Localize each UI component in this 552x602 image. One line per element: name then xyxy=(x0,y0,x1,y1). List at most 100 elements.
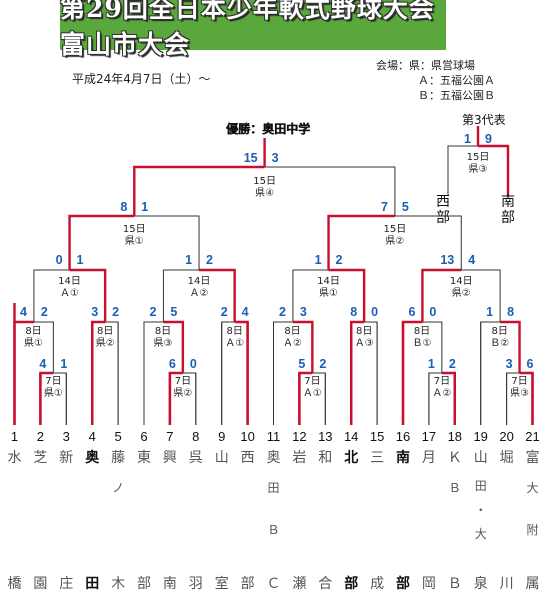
third-representative-label: 第3代表 xyxy=(462,113,506,127)
score-right-r2: 2 xyxy=(112,305,119,319)
bracket-right-r5 xyxy=(292,320,314,373)
score-left-r6: 8 xyxy=(350,305,357,319)
score-left-m1: 4 xyxy=(39,357,46,371)
match-date-m3: 7日 xyxy=(304,376,320,387)
team-number-3: 3 xyxy=(63,429,70,444)
match-venue-q3: 県① xyxy=(319,287,338,299)
team-name-top-20: 堀 xyxy=(500,450,514,466)
match-venue-q4: 県② xyxy=(452,287,471,299)
bracket-left-t3 xyxy=(447,145,478,196)
bracket-left-f xyxy=(133,165,265,216)
score-left-m4: 1 xyxy=(428,357,435,371)
team-number-19: 19 xyxy=(473,429,487,444)
match-venue-r3: 県③ xyxy=(154,337,173,349)
score-left-r7: 6 xyxy=(408,305,415,319)
score-left-q3: 1 xyxy=(315,253,322,267)
bracket-left-q3 xyxy=(292,269,329,322)
bracket-right-m3 xyxy=(312,372,326,425)
team-number-11: 11 xyxy=(267,429,281,444)
match-date-s1: 15日 xyxy=(123,224,146,235)
team-name-bottom-17: 岡 xyxy=(422,576,436,592)
team-number-4: 4 xyxy=(89,429,96,444)
match-venue-r2: 県② xyxy=(96,337,115,349)
match-venue-r8: Ｂ② xyxy=(490,338,509,349)
match-date-t3: 15日 xyxy=(467,152,490,163)
bracket-right-m1 xyxy=(53,372,67,425)
match-date-r1: 8日 xyxy=(25,326,41,337)
bracket-right-r2 xyxy=(105,321,119,425)
score-left-r3: 2 xyxy=(149,305,156,319)
team-name-bottom-9: 室 xyxy=(215,575,229,592)
bracket-left-r5 xyxy=(273,321,293,425)
bracket-left-m1 xyxy=(39,371,54,425)
bracket-right-r3 xyxy=(163,320,185,373)
match-date-q1: 14日 xyxy=(58,276,81,287)
team-number-15: 15 xyxy=(370,429,384,444)
team-name-bottom-19: 泉 xyxy=(474,575,488,592)
match-venue-t3: 県③ xyxy=(469,163,488,175)
team-number-8: 8 xyxy=(192,429,199,444)
match-venue-m4: Ａ② xyxy=(432,388,451,399)
venue-legend-header: 会場：県：県営球場 xyxy=(376,59,475,72)
bracket-right-s2 xyxy=(394,215,462,270)
team-name-top-4: 奥 xyxy=(85,449,100,466)
region-west-0: 西 xyxy=(436,194,450,210)
team-name-top-12: 岩 xyxy=(292,450,306,466)
score-right-t3: 9 xyxy=(485,132,492,146)
team-name-bottom-5: 木 xyxy=(111,576,125,592)
team-name-bottom-14: 部 xyxy=(344,575,358,592)
team-name-bottom-11: Ｃ xyxy=(267,576,281,592)
match-venue-f: 県④ xyxy=(255,187,274,199)
match-venue-s2: 県② xyxy=(385,235,404,247)
bracket-left-q4 xyxy=(421,268,462,322)
team-number-13: 13 xyxy=(318,429,332,444)
match-date-q3: 14日 xyxy=(317,276,340,287)
team-name-top-17: 月 xyxy=(422,450,436,466)
team-name-bottom-1: 橋 xyxy=(8,576,22,592)
score-left-m3: 5 xyxy=(298,357,305,371)
match-date-q2: 14日 xyxy=(188,276,211,287)
team-name-mid-21-0: 大 xyxy=(526,481,538,495)
score-left-s2: 7 xyxy=(381,200,388,214)
score-right-r8: 8 xyxy=(507,305,514,319)
team-number-9: 9 xyxy=(218,429,225,444)
team-name-bottom-6: 部 xyxy=(137,576,151,592)
score-left-r4: 2 xyxy=(221,305,228,319)
team-name-top-3: 新 xyxy=(59,450,73,466)
score-left-m2: 6 xyxy=(169,357,176,371)
bracket-left-r8 xyxy=(480,321,501,425)
bracket-right-r1 xyxy=(33,321,54,373)
bracket-left-r2 xyxy=(90,320,106,425)
bracket-right-r7 xyxy=(422,321,443,373)
champion-label: 優勝：奥田中学 xyxy=(226,122,311,136)
team-name-bottom-13: 合 xyxy=(318,576,332,592)
team-name-mid-11-1: Ｂ xyxy=(267,523,279,537)
bracket-right-q2 xyxy=(199,268,236,322)
score-left-s1: 8 xyxy=(120,200,127,214)
team-name-top-18: Ｋ xyxy=(448,450,462,466)
bracket-right-m5 xyxy=(519,371,534,425)
team-name-mid-11-0: 田 xyxy=(267,481,279,495)
score-right-q1: 1 xyxy=(77,253,84,267)
bracket-left-r4 xyxy=(221,321,235,425)
bracket-left-m5 xyxy=(506,372,520,425)
team-name-mid-21-1: 附 xyxy=(526,523,538,537)
score-left-f: 15 xyxy=(244,151,258,165)
team-name-top-1: 水 xyxy=(8,450,22,466)
team-name-top-14: 北 xyxy=(344,450,358,466)
score-right-r1: 2 xyxy=(41,305,48,319)
score-right-s2: 5 xyxy=(402,200,409,214)
team-name-mid-5-0: ノ xyxy=(112,481,124,495)
region-west-1: 部 xyxy=(436,210,450,226)
start-date: 平成24年4月7日（土）〜 xyxy=(72,72,211,86)
team-name-top-19: 山 xyxy=(474,450,488,466)
match-venue-r4: Ａ① xyxy=(225,338,244,349)
score-right-m3: 2 xyxy=(319,357,326,371)
team-number-18: 18 xyxy=(448,429,462,444)
score-right-m1: 1 xyxy=(60,357,67,371)
bracket-right-q3 xyxy=(328,268,366,322)
match-venue-m1: 県① xyxy=(44,387,63,399)
team-name-top-9: 山 xyxy=(215,450,229,466)
match-venue-m5: 県③ xyxy=(510,387,529,399)
